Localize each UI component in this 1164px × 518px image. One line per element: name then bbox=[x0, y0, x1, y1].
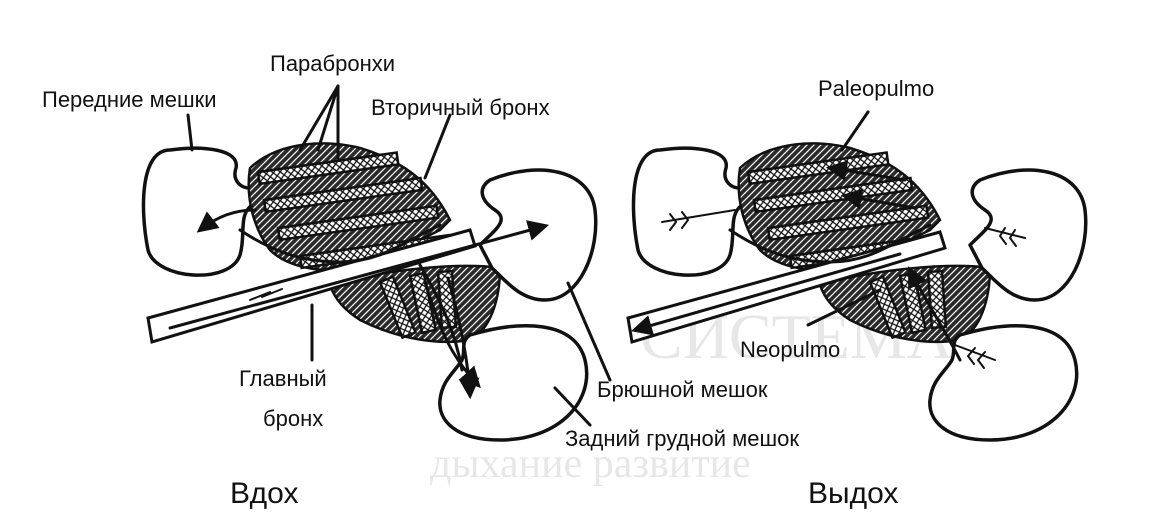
inhale-diagram bbox=[141, 142, 598, 442]
exhale-feather-anterior bbox=[661, 209, 736, 231]
exhale-arrow-main bbox=[630, 252, 902, 336]
exhale-feather-abdominal bbox=[984, 227, 1026, 247]
exhale-parabronchus-2 bbox=[752, 176, 914, 214]
exhale-neo-tube-3 bbox=[926, 269, 948, 330]
background-ghost-text-2: дыхание развитие bbox=[430, 441, 751, 487]
leader-lines bbox=[186, 84, 882, 427]
exhale-arrow-paleo-1 bbox=[825, 160, 907, 182]
exhale-abdominal-sac bbox=[968, 168, 1088, 302]
label-abdominal-sac: Брюшной мешок bbox=[597, 377, 768, 402]
exhale-anterior-sac bbox=[631, 146, 747, 277]
leader-anterior-sacs bbox=[186, 113, 194, 152]
label-paleopulmo: Paleopulmo bbox=[818, 76, 935, 101]
label-main-bronchus-line1: Главный bbox=[239, 366, 327, 391]
exhale-neo-stem bbox=[908, 266, 962, 362]
inhale-secondary-bronchus bbox=[238, 223, 442, 264]
exhale-feather-posterior bbox=[954, 344, 996, 369]
exhale-parabronchus-3 bbox=[766, 204, 930, 242]
label-anterior-sacs: Передние мешки bbox=[42, 87, 217, 112]
inhale-feather-2 bbox=[261, 288, 283, 298]
caption-exhale: Выдох bbox=[808, 477, 899, 510]
label-parabronchi: Парабронхи bbox=[270, 51, 396, 76]
exhale-secondary-bronchus bbox=[728, 223, 932, 264]
leader-secondary-bronchus bbox=[423, 113, 452, 180]
inhale-neo-tube-1 bbox=[378, 275, 418, 340]
label-neopulmo: Neopulmo bbox=[740, 337, 841, 362]
inhale-arrow-main bbox=[168, 220, 550, 330]
leader-posterior-thoracic-sac bbox=[553, 386, 592, 427]
label-main-bronchus-line2: бронх bbox=[263, 406, 324, 431]
inhale-neo-stem bbox=[418, 263, 464, 372]
label-secondary-bronchus: Вторичный бронх bbox=[371, 95, 550, 120]
inhale-parabronchus-1 bbox=[256, 151, 400, 186]
inhale-neo-tube-2 bbox=[408, 271, 438, 335]
inhale-feather-1 bbox=[249, 291, 271, 301]
exhale-parabronchus-1 bbox=[746, 151, 890, 186]
leader-paleopulmo bbox=[840, 110, 870, 152]
inhale-arrow-anterior bbox=[196, 208, 257, 233]
exhale-neo-tube-2 bbox=[898, 271, 928, 335]
exhale-diagram bbox=[626, 142, 1088, 442]
exhale-arrow-paleo-2 bbox=[840, 188, 917, 210]
label-posterior-thoracic-sac: Задний грудной мешок bbox=[565, 426, 799, 451]
leader-abdominal-sac bbox=[566, 281, 612, 382]
leader-parabronchi-3 bbox=[316, 84, 340, 152]
inhale-parabronchus-2 bbox=[262, 176, 424, 214]
inhale-arrow-down-2 bbox=[423, 280, 481, 389]
exhale-posterior-thoracic-sac bbox=[928, 324, 1079, 442]
leader-neopulmo bbox=[806, 288, 882, 327]
inhale-parabronchus-3 bbox=[276, 204, 440, 242]
caption-inhale: Вдох bbox=[230, 477, 299, 510]
inhale-posterior-thoracic-sac bbox=[438, 324, 589, 442]
leader-parabronchi-1 bbox=[298, 84, 340, 152]
